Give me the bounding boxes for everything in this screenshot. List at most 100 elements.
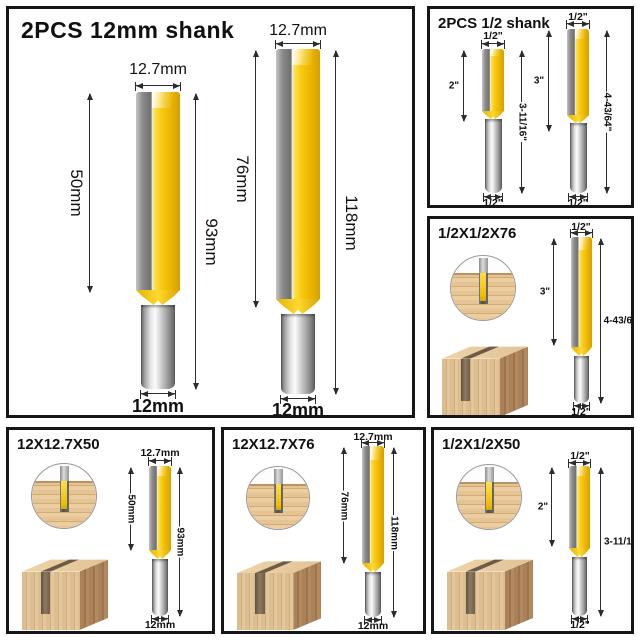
router-bit-graphic [571, 237, 592, 403]
cut-length-label: 2" [447, 80, 461, 92]
diameter-label: 1/2" [568, 11, 588, 23]
groove-detail-inset [456, 464, 522, 530]
router-bit-graphic [567, 29, 590, 193]
panel-half-half-76: 1/2X1/2X76 1/2" 3" 4-43/64" [427, 216, 634, 418]
block-groove-top [255, 561, 293, 574]
block-top-face [22, 559, 108, 572]
total-length-dimension-line: 3-11/16" [516, 50, 528, 194]
diameter-dimension-line [568, 459, 591, 468]
cut-length-dimension-line: 2" [536, 467, 555, 547]
bit-collar [567, 115, 589, 123]
bit-cutter [569, 466, 590, 548]
bit-cutter [362, 446, 385, 563]
panel-half-inch-shank: 2PCS 1/2 shank 1/2" 2" 3-11/16" 1/2" 1/2… [427, 6, 634, 208]
diameter-label: 1/2" [483, 30, 503, 42]
cut-length-dimension-line: 50mm [125, 467, 137, 551]
cut-length-dimension-line: 76mm [232, 50, 259, 308]
shank-dimension-line [280, 395, 316, 404]
diameter-dimension-line [570, 229, 593, 238]
bit-cutter [149, 466, 172, 550]
block-top-face [447, 559, 533, 572]
cut-length-dimension-line: 76mm [338, 447, 350, 564]
shank-diameter-label: 1/2" [570, 619, 590, 631]
block-groove-front [460, 358, 471, 401]
shank-diameter-label: 1/2" [568, 197, 588, 208]
shank-diameter-label: 12mm [357, 620, 389, 632]
bit-shank [484, 119, 502, 193]
shank-diameter-label: 1/2" [571, 406, 591, 418]
shank-dimension-line [151, 615, 169, 624]
bit-shank [572, 557, 587, 616]
total-length-label: 118mm [388, 514, 400, 551]
inset-bit-cutter [275, 483, 282, 511]
block-top-face [237, 561, 321, 574]
bit-collar [149, 550, 171, 559]
cut-length-label: 3" [532, 75, 546, 87]
shank-dimension-line [573, 402, 590, 411]
total-length-dimension-line: 118mm [388, 447, 400, 618]
grooved-wood-block [237, 552, 321, 630]
inset-bit-shank [273, 468, 283, 484]
shank-diameter-label: 12mm [131, 396, 185, 416]
shank-diameter-label: 1/2" [483, 197, 503, 208]
bit-collar [482, 111, 504, 119]
cut-length-dimension-line: 2" [447, 50, 467, 122]
cut-length-dimension-line: 3" [538, 238, 557, 346]
cut-length-dimension-line: 3" [532, 30, 552, 132]
groove-detail-inset [31, 463, 97, 529]
total-length-label: 118mm [341, 193, 361, 252]
shank-dimension-line [483, 193, 503, 202]
bit-collar [136, 290, 180, 305]
total-length-label: 3-11/16" [602, 536, 631, 548]
total-length-label: 4-43/64" [602, 315, 631, 327]
total-length-dimension-line: 93mm [193, 93, 221, 390]
panel-12-127-76: 12X12.7X76 12.7mm 76mm 118mm [221, 427, 426, 634]
diameter-label: 12.7mm [140, 447, 180, 459]
block-front-face [22, 571, 80, 630]
shank-diameter-label: 12mm [271, 400, 325, 418]
bit-shank [152, 559, 168, 616]
shank-dimension-line [568, 193, 588, 202]
diameter-dimension-line [481, 40, 505, 49]
grooved-wood-block [442, 337, 528, 415]
block-side-face [293, 561, 321, 630]
bit-cutter [276, 49, 320, 299]
shank-dimension-line [140, 390, 176, 399]
total-length-label: 93mm [201, 216, 221, 267]
panel-main-12mm-shank: 2PCS 12mm shank 12.7mm 50mm 93mm 12mm 12… [6, 6, 415, 418]
cut-length-label: 2" [536, 501, 550, 513]
diameter-label: 12.7mm [269, 22, 327, 39]
block-top-face [442, 346, 528, 359]
total-length-dimension-line: 4-43/64" [601, 30, 613, 194]
router-bit-graphic [482, 49, 505, 193]
bit-cutter [571, 237, 592, 347]
block-side-face [79, 559, 108, 630]
bit-cutter [482, 49, 505, 111]
block-front-face [442, 358, 500, 415]
cut-length-label: 50mm [66, 168, 86, 218]
bit-cutter [136, 92, 180, 290]
groove-detail-inset [246, 466, 310, 530]
bit-cutter [567, 29, 590, 115]
total-length-label: 3-11/16" [516, 101, 528, 143]
grooved-wood-block [22, 550, 108, 630]
panel-title: 2PCS 1/2 shank [438, 15, 550, 32]
panel-title: 12X12.7X76 [232, 436, 315, 453]
total-length-label: 93mm [174, 526, 186, 558]
inset-bit-shank [478, 257, 489, 274]
block-groove-front [40, 571, 51, 614]
grooved-wood-block [447, 550, 533, 630]
diameter-label: 1/2" [570, 450, 590, 462]
diameter-label: 12.7mm [129, 61, 187, 78]
panel-title: 2PCS 12mm shank [21, 17, 235, 43]
cut-length-dimension-line: 50mm [66, 93, 93, 293]
diameter-dimension-line [361, 439, 385, 448]
total-length-dimension-line: 93mm [174, 467, 186, 617]
router-bit-graphic [276, 49, 320, 394]
total-length-dimension-line: 118mm [333, 50, 361, 395]
block-groove-front [255, 573, 265, 615]
block-front-face [447, 571, 505, 630]
inset-bit-cutter [486, 482, 493, 510]
diameter-dimension-line [135, 82, 181, 91]
